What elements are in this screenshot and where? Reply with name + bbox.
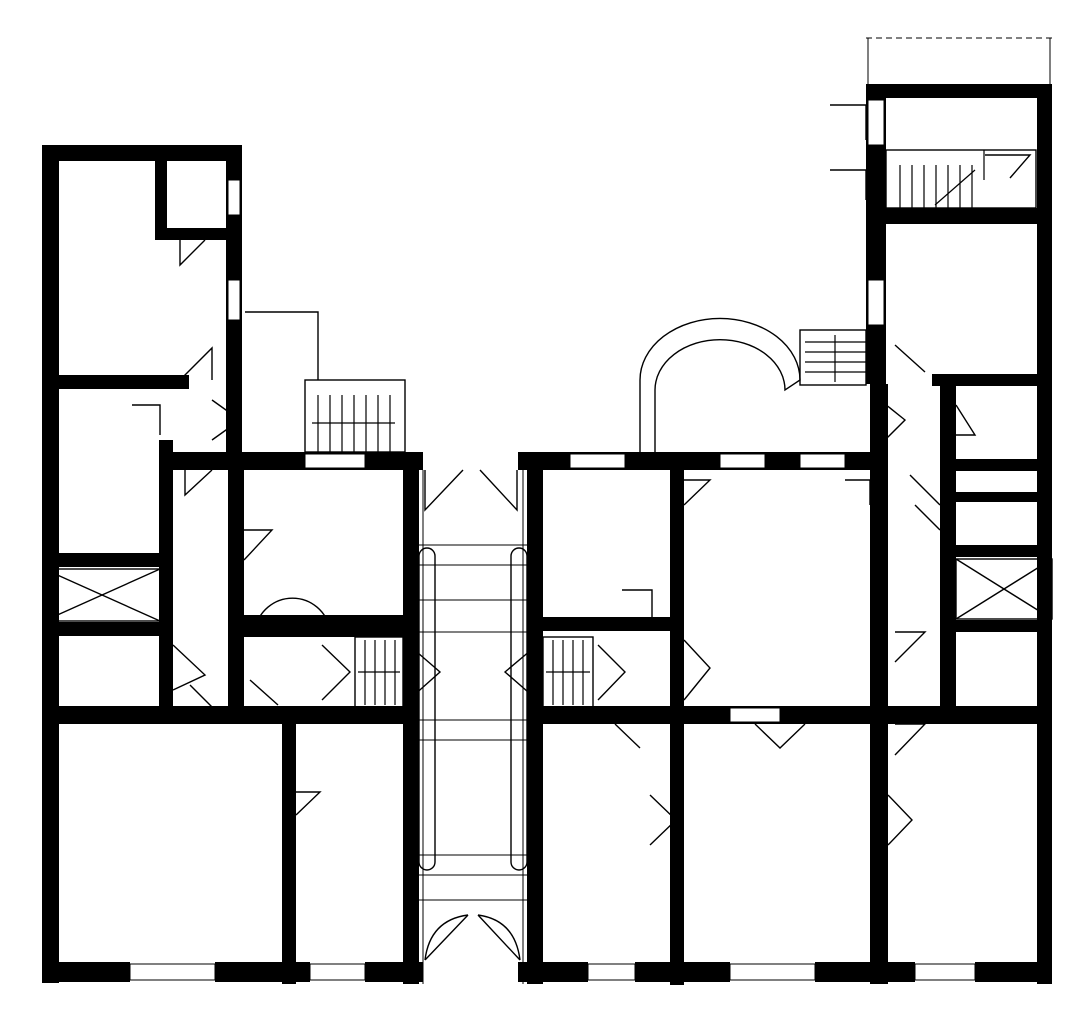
window-top-center-3	[719, 453, 766, 469]
wall-v-right-1	[670, 470, 684, 985]
passage-rail-right	[510, 547, 528, 871]
wall-left-outer	[42, 145, 59, 983]
passage-rail-left	[418, 547, 436, 871]
wall-right-wing-top	[866, 84, 1052, 98]
niche-arch-left	[254, 597, 331, 631]
wall-bottom-6	[815, 962, 915, 982]
wall-center-top-left	[173, 452, 423, 470]
wall-inner-v2	[228, 452, 244, 724]
wall-bottom-5	[635, 962, 730, 982]
window-bottom-2	[309, 963, 366, 981]
stair-right-courtyard	[799, 329, 867, 386]
wall-right-inner-v	[940, 374, 956, 714]
courtyard-arch	[639, 317, 801, 452]
wall-left-wing-top	[42, 145, 242, 161]
window-top-center-2	[569, 453, 626, 469]
courtyard-door-left	[424, 469, 464, 512]
window-top-center-1	[304, 453, 366, 469]
door-swings	[132, 104, 1032, 846]
wall-mid-room-b	[244, 615, 404, 637]
wall-bottom-3	[365, 962, 423, 982]
wall-left-small-room-b	[155, 228, 226, 240]
shaft-right	[955, 558, 1053, 620]
window-bottom-4	[729, 963, 816, 981]
window-left-wing-1	[227, 179, 241, 216]
wall-right-inner-5	[940, 620, 1037, 632]
entrance-door-left	[424, 914, 469, 961]
entrance-door-right	[477, 914, 521, 961]
window-right-wing-2	[867, 279, 885, 326]
wall-bottom-2	[215, 962, 310, 982]
wall-left-inner-v1	[159, 440, 173, 710]
wall-right-inner-3	[956, 492, 1037, 502]
wall-right-v2	[870, 384, 888, 984]
stair-left-central	[354, 636, 442, 708]
stair-right-central	[503, 636, 594, 708]
window-right-mid	[729, 707, 781, 723]
shaft-left	[43, 568, 161, 622]
stair-right-wing	[885, 149, 1037, 209]
wall-bottom-7	[975, 962, 1052, 982]
wall-bottom-1	[42, 962, 130, 982]
wall-bottom-4	[518, 962, 588, 982]
window-bottom-1	[129, 963, 216, 981]
wall-v-lower-left	[282, 706, 296, 984]
window-left-wing-2	[227, 279, 241, 321]
window-top-center-4	[799, 453, 846, 469]
stair-left-courtyard	[245, 311, 406, 453]
wall-right-inner-1	[932, 374, 1037, 386]
window-right-wing-1	[867, 99, 885, 146]
window-bottom-3	[587, 963, 636, 981]
wall-right-stair-b	[886, 208, 1037, 224]
wall-left-small-room	[155, 160, 167, 240]
walls	[42, 84, 1052, 985]
wall-left-inner-2	[59, 553, 169, 567]
windows	[129, 99, 976, 981]
wall-row-main-left	[59, 706, 419, 724]
wall-mid-room-r	[543, 617, 673, 631]
shafts	[43, 558, 1053, 622]
wall-right-inner-4	[940, 545, 1037, 557]
wall-left-inner-3	[59, 622, 169, 636]
central-passage	[418, 469, 528, 984]
courtyard-door-right	[479, 469, 518, 512]
wall-right-inner-2	[940, 459, 1037, 471]
wall-right-outer	[1037, 84, 1052, 984]
window-bottom-5	[914, 963, 976, 981]
wall-row-main-right	[527, 706, 1037, 724]
wall-left-inner-1	[59, 375, 189, 389]
